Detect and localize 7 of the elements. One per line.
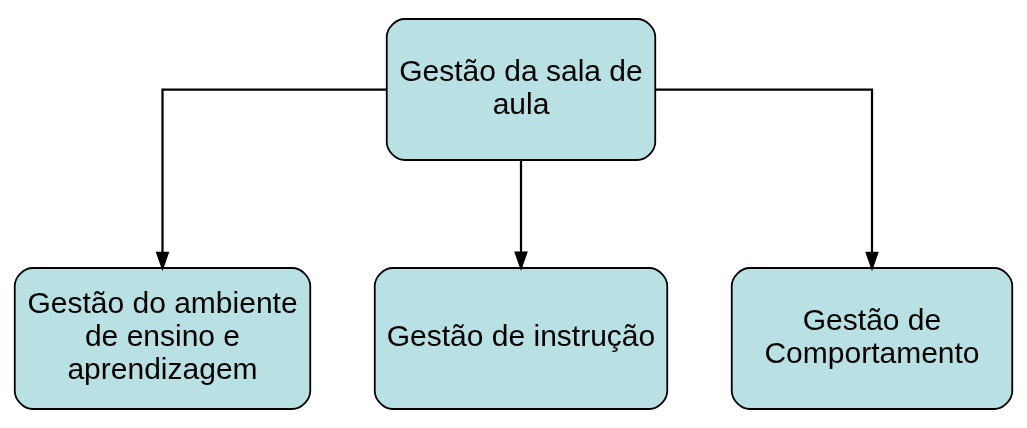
- arrow: [514, 160, 528, 272]
- node-box: Gestão da sala de aula: [385, 18, 657, 161]
- node-box: Gestão de instrução: [373, 267, 669, 410]
- node-box: Gestão do ambiente de ensino e aprendizagem: [13, 267, 312, 410]
- arrow: [155, 88, 387, 272]
- arrow: [655, 88, 879, 272]
- node-box: Gestão de Comportamento: [730, 267, 1014, 410]
